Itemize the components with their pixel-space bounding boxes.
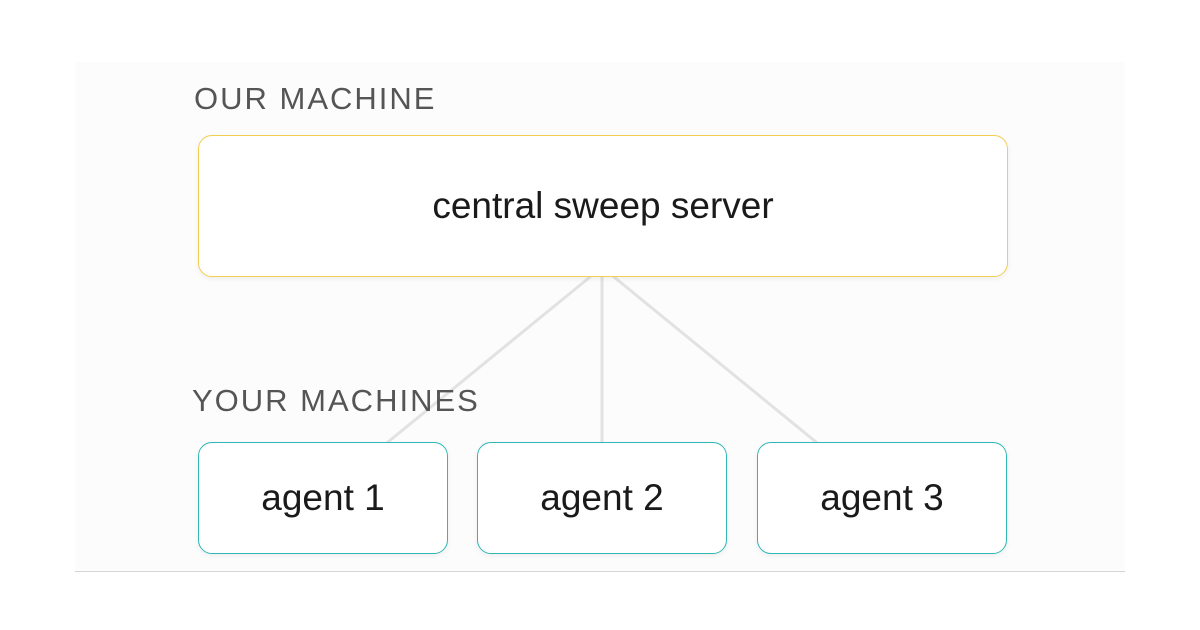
agent-3-box: agent 3 <box>757 442 1007 554</box>
agent-3-label: agent 3 <box>820 477 944 518</box>
agent-2-box: agent 2 <box>477 442 727 554</box>
agent-1-box: agent 1 <box>198 442 448 554</box>
connector-agent-1 <box>386 275 592 444</box>
agent-1-label: agent 1 <box>261 477 385 518</box>
central-sweep-server-box: central sweep server <box>198 135 1008 277</box>
our-machine-label: OUR MACHINE <box>194 81 437 116</box>
connector-agent-3 <box>612 275 818 444</box>
agent-2-label: agent 2 <box>540 477 664 518</box>
your-machines-label: YOUR MACHINES <box>192 383 480 418</box>
server-label: central sweep server <box>432 185 774 226</box>
